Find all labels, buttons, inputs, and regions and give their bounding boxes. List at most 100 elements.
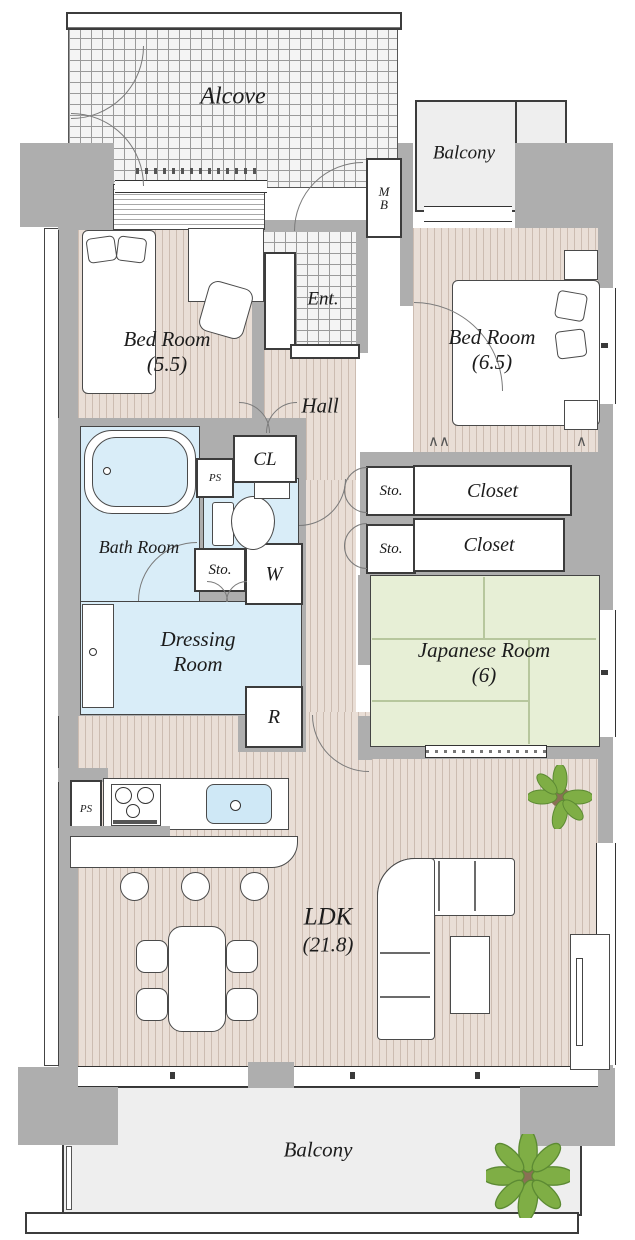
- dining-chair: [226, 988, 258, 1021]
- wall-bedroom65-left: [400, 228, 413, 306]
- japanese-name: Japanese Room: [417, 637, 551, 662]
- bedroom55-top-window: [115, 180, 267, 193]
- stool: [181, 872, 210, 901]
- balcony-top-label: Balcony: [432, 142, 496, 164]
- stool: [120, 872, 149, 901]
- bathtub-drain: [103, 467, 111, 475]
- balcony-outer-edge: [25, 1212, 579, 1234]
- entrance-label: Ent.: [307, 288, 339, 310]
- japanese-size: (6): [471, 663, 497, 687]
- pillow: [553, 289, 589, 323]
- meter-box: M B: [366, 158, 402, 238]
- bedroom-55-size: (5.5): [146, 352, 188, 376]
- kitchen-half-wall: [70, 826, 170, 837]
- pipe-space-top-label: PS: [208, 471, 222, 484]
- fridge-box: R: [245, 686, 303, 748]
- dressing-line1: Dressing: [160, 626, 236, 651]
- dining-chair: [136, 988, 168, 1021]
- pillow: [115, 235, 148, 264]
- tatami-line: [372, 638, 596, 640]
- pipe-space-kitchen-label: PS: [79, 802, 93, 815]
- column-top-right: [515, 143, 613, 228]
- dressing-line2: Room: [173, 652, 223, 676]
- window-tick: [601, 343, 608, 348]
- stove-burner: [115, 787, 132, 804]
- bathroom-label: Bath Room: [98, 537, 180, 558]
- coffee-table: [450, 936, 490, 1014]
- storage-bath-label: Sto.: [208, 561, 232, 578]
- toilet-hand-basin: [254, 482, 290, 499]
- meter-box-label-b: B: [380, 197, 388, 212]
- fridge-label: R: [267, 706, 281, 728]
- bedroom-65-size: (6.5): [471, 350, 513, 374]
- balcony-bottom-label: Balcony: [283, 1137, 353, 1162]
- ldk-balcony-window: [78, 1066, 598, 1087]
- meter-box-label-m: M: [378, 184, 390, 199]
- stove-burner: [137, 787, 154, 804]
- tatami-line: [528, 640, 530, 744]
- dining-chair: [226, 940, 258, 973]
- closet-cl-label: CL: [253, 448, 277, 470]
- sink-drain: [230, 800, 241, 811]
- stove-grill: [113, 820, 157, 824]
- wall-kitchen-stub: [58, 768, 108, 782]
- ldk-size: (21.8): [302, 932, 354, 957]
- closet-cl-box: CL: [233, 435, 297, 483]
- wall-balcony-window-pier: [248, 1062, 294, 1088]
- kitchen-bar-counter: [70, 836, 298, 868]
- pillow: [85, 235, 118, 264]
- storage-hall-1-box: Sto.: [366, 466, 416, 516]
- washer-label: W: [265, 563, 283, 585]
- stove-burner-small: [126, 804, 140, 818]
- sofa-side-arm: [377, 858, 435, 1040]
- vanity-drain: [89, 648, 97, 656]
- nightstand: [564, 250, 598, 280]
- vanity-counter: [82, 604, 114, 708]
- window-tick: [170, 1072, 175, 1079]
- pipe-space-top-box: PS: [196, 458, 234, 498]
- outer-line-left: [44, 228, 59, 1066]
- window-tick: [601, 670, 608, 675]
- japanese-threshold: [425, 745, 547, 758]
- storage-hall-2-box: Sto.: [366, 524, 416, 574]
- nightstand: [564, 400, 598, 430]
- stool: [240, 872, 269, 901]
- sofa-seam: [380, 996, 430, 998]
- wall-alcove-bottom-left: [58, 218, 114, 230]
- plant-icon: [486, 1134, 570, 1218]
- alcove-top-edge: [66, 12, 402, 30]
- dining-table: [168, 926, 226, 1032]
- closet-2-label: Closet: [463, 534, 515, 556]
- ldk-name: LDK: [303, 903, 353, 931]
- dressing-room-label: Dressing Room: [160, 627, 235, 677]
- alcove-dot-strip: [136, 168, 262, 174]
- plant-icon: [528, 765, 592, 829]
- bedroom-65-label: Bed Room (6.5): [449, 325, 536, 375]
- shoe-cabinet: [264, 252, 296, 350]
- sofa-seam: [380, 952, 430, 954]
- toilet-bowl: [231, 496, 275, 550]
- bedroom-55-name: Bed Room: [123, 326, 211, 351]
- sofa-seam: [438, 861, 440, 911]
- storage-hall-1-label: Sto.: [379, 482, 403, 499]
- ldk-label: LDK (21.8): [303, 902, 354, 957]
- hall-label: Hall: [301, 393, 339, 418]
- sofa-seam: [474, 861, 476, 911]
- entrance-step: [290, 344, 360, 359]
- tatami-line: [372, 700, 528, 702]
- closet-hanger-mark: ∧: [576, 432, 587, 450]
- closet-2-box: Closet: [413, 518, 565, 572]
- bedroom-55-label: Bed Room (5.5): [124, 327, 211, 377]
- bedroom-65-name: Bed Room: [448, 324, 536, 349]
- closet-hanger-mark: ∧∧: [428, 432, 450, 450]
- storage-hall-2-label: Sto.: [379, 540, 403, 557]
- washer-box: W: [245, 543, 303, 605]
- japanese-room-label: Japanese Room (6): [418, 638, 550, 688]
- dining-chair: [136, 940, 168, 973]
- closet-1-box: Closet: [413, 465, 572, 516]
- balcony-divider: [66, 1146, 72, 1210]
- wall-entrance-right: [356, 228, 368, 353]
- tatami-line: [483, 577, 485, 639]
- window-tick: [350, 1072, 355, 1079]
